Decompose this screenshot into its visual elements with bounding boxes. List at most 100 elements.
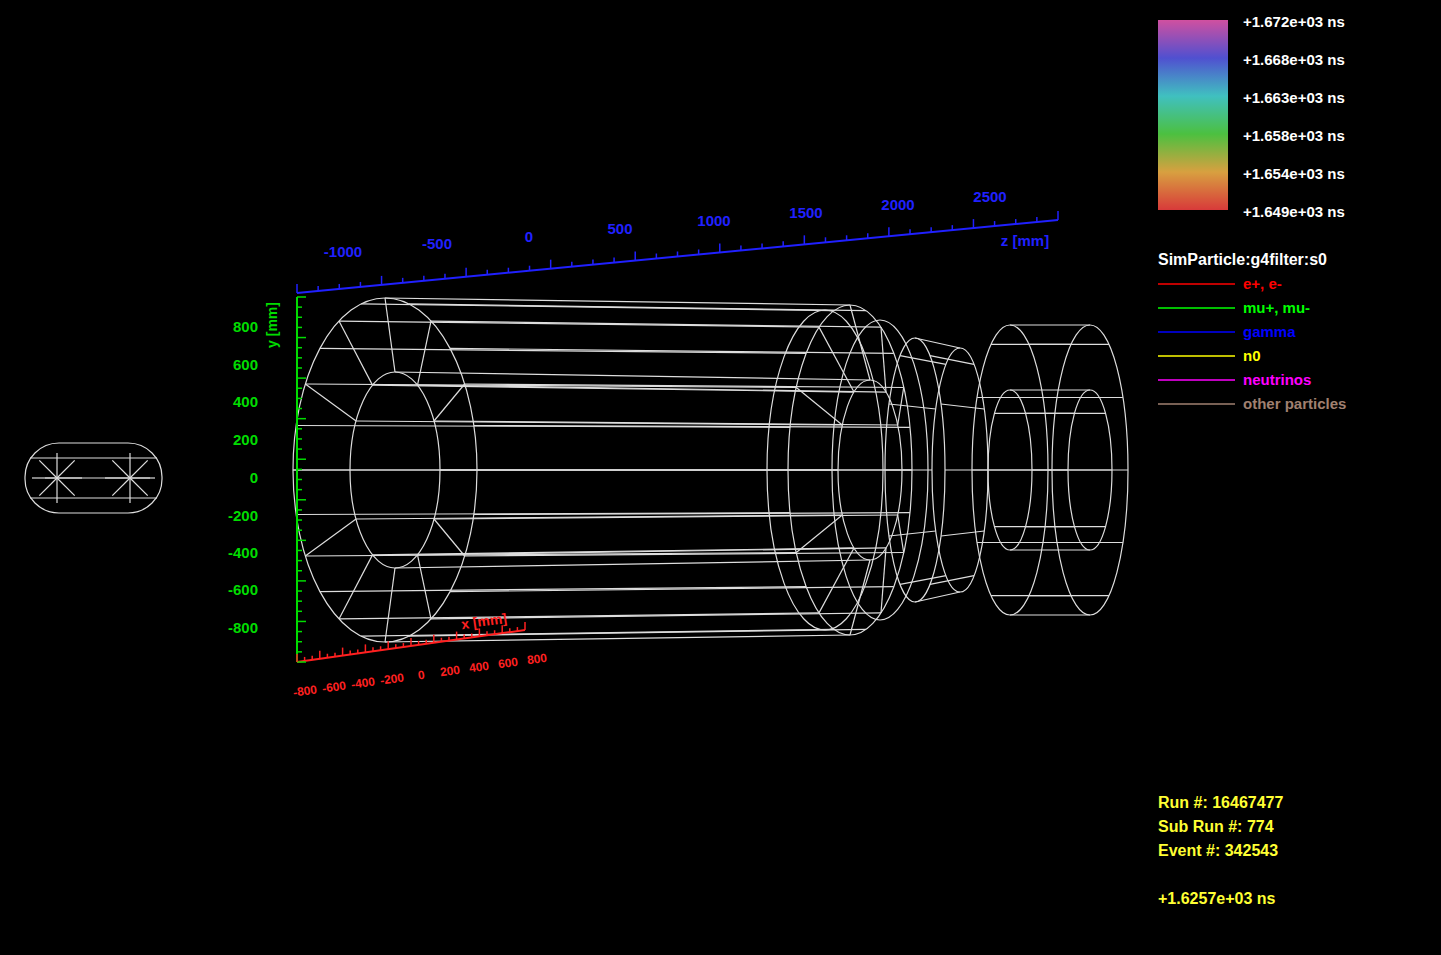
time-color-bar <box>1158 20 1228 210</box>
y-tick <box>297 347 302 349</box>
x-axis <box>297 630 525 662</box>
wire-line <box>373 548 855 555</box>
x-tick <box>357 649 359 653</box>
x-tick <box>342 648 344 656</box>
x-tick <box>365 644 367 652</box>
run-info: Sub Run #: 774 <box>1158 819 1274 835</box>
wire-line <box>450 348 894 353</box>
legend-line <box>1158 283 1235 285</box>
x-tick <box>524 622 526 630</box>
axis-title: z [mm] <box>1001 233 1049 248</box>
wire-line <box>900 576 946 585</box>
z-tick <box>550 260 552 269</box>
y-tick <box>297 570 302 572</box>
legend-line <box>1158 307 1235 309</box>
wire-line <box>339 321 373 385</box>
z-tick-label: 0 <box>525 229 533 244</box>
wire-line <box>105 477 130 478</box>
color-scale-value: +1.668e+03 ns <box>1243 52 1345 67</box>
wire-line <box>881 327 886 392</box>
x-tick-label: 0 <box>417 669 425 682</box>
z-tick <box>634 252 636 261</box>
y-tick <box>297 458 306 460</box>
x-tick <box>403 643 405 647</box>
legend-line <box>1158 403 1235 405</box>
legend-line <box>1158 355 1235 357</box>
wire-line <box>56 453 57 478</box>
z-tick <box>360 282 362 287</box>
y-tick <box>297 408 302 410</box>
wire-line <box>395 560 870 568</box>
y-tick <box>297 509 302 511</box>
color-scale-value: +1.672e+03 ns <box>1243 14 1345 29</box>
wire-line <box>385 298 395 372</box>
legend-title: SimParticle:g4filter:s0 <box>1158 252 1327 268</box>
y-tick <box>297 519 302 521</box>
wire-line <box>130 478 148 496</box>
legend-text: neutrinos <box>1243 372 1311 387</box>
y-tick <box>297 621 306 623</box>
z-tick-label: -1000 <box>324 244 362 259</box>
z-tick <box>423 276 425 281</box>
y-tick <box>297 398 302 400</box>
y-tick <box>297 580 306 582</box>
axis-title: y [mm] <box>265 302 279 348</box>
x-tick <box>448 637 450 641</box>
z-tick <box>317 286 319 291</box>
x-tick <box>425 640 427 644</box>
y-tick <box>297 600 302 602</box>
z-tick <box>1036 217 1038 222</box>
wire-line <box>305 519 356 556</box>
y-tick-label: -600 <box>228 582 258 597</box>
z-tick <box>592 260 594 265</box>
wire-line <box>361 629 834 636</box>
wire-line <box>1010 549 1090 550</box>
y-tick <box>297 428 302 430</box>
color-scale-value: +1.649e+03 ns <box>1243 204 1345 219</box>
wire-line <box>339 555 373 619</box>
x-tick <box>395 644 397 648</box>
z-tick <box>782 241 784 246</box>
x-tick <box>441 638 443 642</box>
x-tick <box>349 651 351 655</box>
wire-line <box>418 385 887 392</box>
wire-line <box>898 388 904 426</box>
wire-line <box>418 555 432 619</box>
z-tick-label: 500 <box>607 221 632 236</box>
y-tick <box>297 611 302 613</box>
wire-line <box>350 469 838 470</box>
x-tick <box>456 632 458 640</box>
y-tick <box>297 448 302 450</box>
y-tick-label: -800 <box>228 620 258 635</box>
wire-line <box>819 327 854 392</box>
x-tick-label: 200 <box>439 664 461 679</box>
x-tick <box>327 654 329 658</box>
wire-line <box>885 469 932 470</box>
wire-line <box>385 635 850 642</box>
z-tick <box>994 221 996 226</box>
z-tick <box>888 227 890 236</box>
x-tick <box>334 653 336 657</box>
z-tick <box>381 276 383 285</box>
legend-text: other particles <box>1243 396 1346 411</box>
y-tick-label: 400 <box>233 394 258 409</box>
wire-line <box>293 469 350 470</box>
wire-lines <box>25 298 1128 642</box>
z-tick-label: 2000 <box>881 197 914 212</box>
wire-line <box>431 321 881 327</box>
wire-line <box>941 531 984 536</box>
y-tick <box>297 499 306 501</box>
y-tick-label: -400 <box>228 545 258 560</box>
y-tick <box>297 560 302 562</box>
wire-line <box>1026 413 1106 414</box>
y-tick <box>297 296 306 298</box>
z-tick <box>1057 211 1059 220</box>
wire-line <box>941 404 984 409</box>
legend-text: n0 <box>1243 348 1261 363</box>
wire-line <box>1043 397 1123 398</box>
legend-line <box>1158 379 1235 381</box>
wire-line <box>385 568 395 642</box>
x-tick <box>509 628 511 632</box>
wire-line <box>57 460 75 478</box>
y-tick-label: 200 <box>233 432 258 447</box>
